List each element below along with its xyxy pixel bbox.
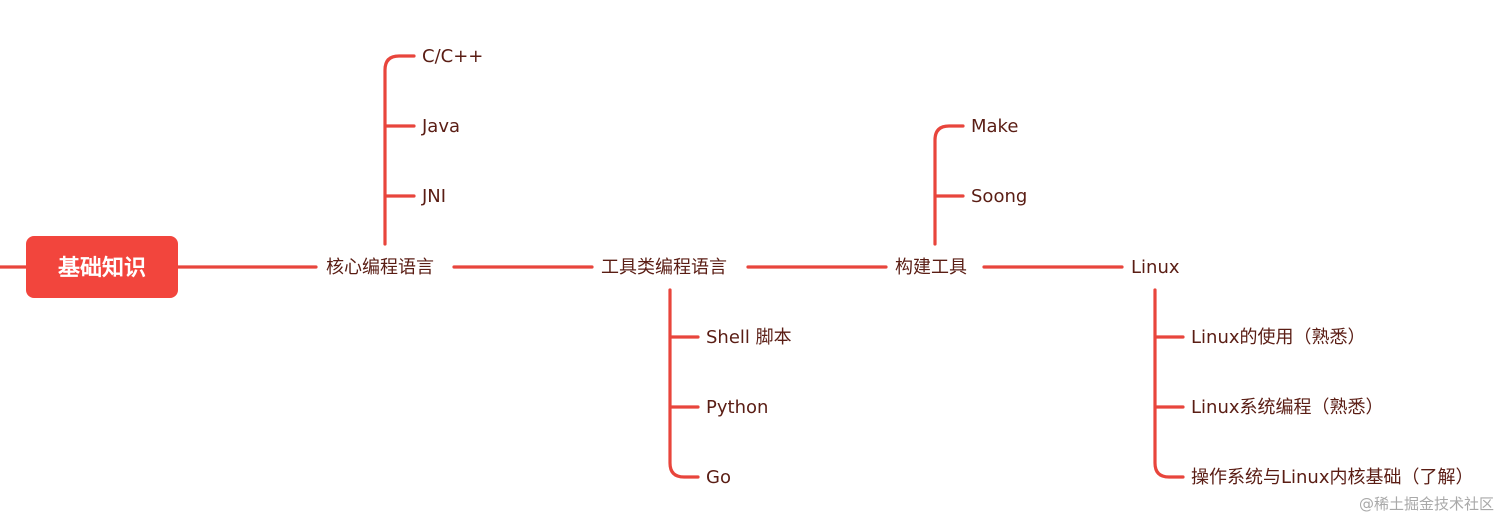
root-node[interactable]: 基础知识 [26, 236, 178, 298]
branch-core-languages: 核心编程语言 C/C++ Java JNI [326, 46, 483, 278]
node-python[interactable]: Python [706, 397, 768, 418]
node-build-tools[interactable]: 构建工具 [895, 257, 967, 278]
connector-build-tools [933, 124, 965, 246]
root-node-box [26, 236, 178, 298]
root-node-label: 基础知识 [58, 255, 146, 281]
node-linux-usage[interactable]: Linux的使用（熟悉） [1191, 327, 1366, 348]
node-jni[interactable]: JNI [421, 186, 446, 207]
node-soong[interactable]: Soong [971, 186, 1027, 207]
node-go[interactable]: Go [706, 467, 731, 488]
connector-linux [1153, 288, 1185, 479]
node-tool-languages[interactable]: 工具类编程语言 [601, 257, 727, 278]
branch-linux: Linux Linux的使用（熟悉） Linux系统编程（熟悉） 操作系统与Li… [1131, 257, 1474, 488]
connector-tool-languages [668, 288, 700, 479]
node-make[interactable]: Make [971, 116, 1018, 137]
node-linux-system-programming[interactable]: Linux系统编程（熟悉） [1191, 397, 1384, 418]
node-core-languages[interactable]: 核心编程语言 [326, 257, 434, 278]
node-os-linux-kernel-basics[interactable]: 操作系统与Linux内核基础（了解） [1191, 467, 1474, 488]
watermark: @稀土掘金技术社区 [1359, 495, 1494, 513]
node-shell-script[interactable]: Shell 脚本 [706, 327, 792, 348]
node-linux[interactable]: Linux [1131, 257, 1180, 278]
branch-build-tools: 构建工具 Make Soong [895, 116, 1027, 278]
branch-tool-languages: 工具类编程语言 Shell 脚本 Python Go [601, 257, 792, 488]
node-c-cpp[interactable]: C/C++ [422, 46, 483, 67]
node-java[interactable]: Java [421, 116, 460, 137]
connector-core-languages [383, 54, 416, 246]
